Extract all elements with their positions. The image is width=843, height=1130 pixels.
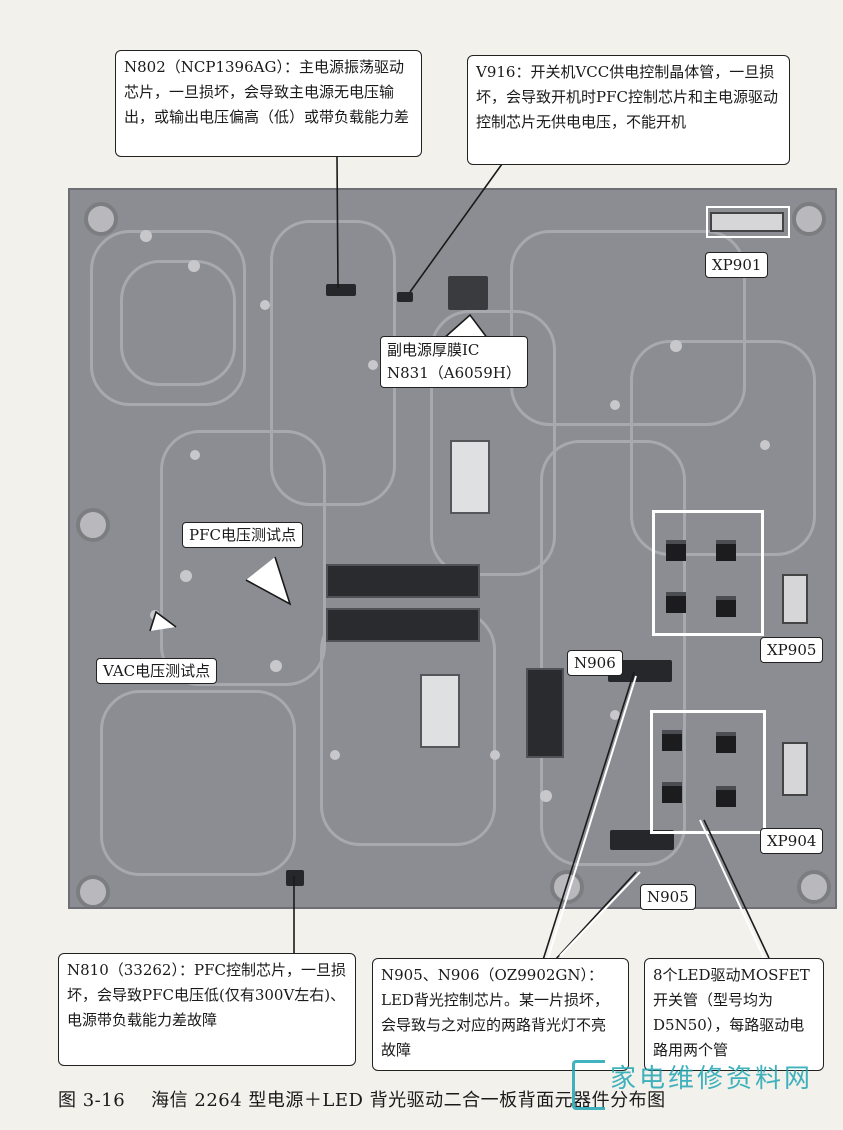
- tag-n905: N905: [640, 884, 696, 910]
- callout-n905-n906-text: N905、N906（OZ9902GN）：LED背光控制芯片。某一片损坏，会导致与…: [381, 966, 609, 1059]
- tag-n831: 副电源厚膜IC N831（A6059H）: [380, 336, 528, 388]
- figure-caption: 图 3-16 海信 2264 型电源＋LED 背光驱动二合一板背面元器件分布图: [58, 1086, 666, 1112]
- watermark-text: 家电维修资料网: [610, 1064, 814, 1094]
- tag-vac-test-point: VAC电压测试点: [96, 658, 218, 684]
- tag-n831-line2: N831（A6059H）: [387, 364, 521, 382]
- pcb-photo: [68, 188, 837, 909]
- figure-number: 图 3-16: [58, 1090, 126, 1111]
- tag-xp905: XP905: [760, 637, 824, 663]
- callout-n802-text: N802（NCP1396AG）：主电源振荡驱动芯片，一旦损坏，会导致主电源无电压…: [124, 58, 410, 126]
- tag-n831-line1: 副电源厚膜IC: [387, 341, 480, 359]
- tag-pfc-test-point: PFC电压测试点: [182, 522, 303, 548]
- callout-n802: N802（NCP1396AG）：主电源振荡驱动芯片，一旦损坏，会导致主电源无电压…: [115, 50, 422, 157]
- tag-n906: N906: [567, 650, 623, 676]
- callout-v916-text: V916：开关机VCC供电控制晶体管，一旦损坏，会导致开机时PFC控制芯片和主电…: [476, 63, 778, 131]
- figure-title: 海信 2264 型电源＋LED 背光驱动二合一板背面元器件分布图: [151, 1090, 666, 1111]
- watermark-logo-icon: [572, 1060, 605, 1110]
- callout-n905-n906: N905、N906（OZ9902GN）：LED背光控制芯片。某一片损坏，会导致与…: [372, 958, 629, 1071]
- watermark: 家电维修资料网: [572, 1054, 834, 1114]
- tag-xp901: XP901: [705, 252, 769, 278]
- callout-n810-text: N810（33262）：PFC控制芯片，一旦损坏，会导致PFC电压低(仅有300…: [67, 961, 346, 1029]
- callout-mosfet: 8个LED驱动MOSFET开关管（型号均为D5N50），每路驱动电路用两个管: [644, 958, 824, 1071]
- callout-mosfet-text: 8个LED驱动MOSFET开关管（型号均为D5N50），每路驱动电路用两个管: [653, 966, 810, 1059]
- tag-xp904: XP904: [760, 828, 824, 854]
- callout-v916: V916：开关机VCC供电控制晶体管，一旦损坏，会导致开机时PFC控制芯片和主电…: [467, 55, 790, 165]
- callout-n810: N810（33262）：PFC控制芯片，一旦损坏，会导致PFC电压低(仅有300…: [58, 953, 356, 1066]
